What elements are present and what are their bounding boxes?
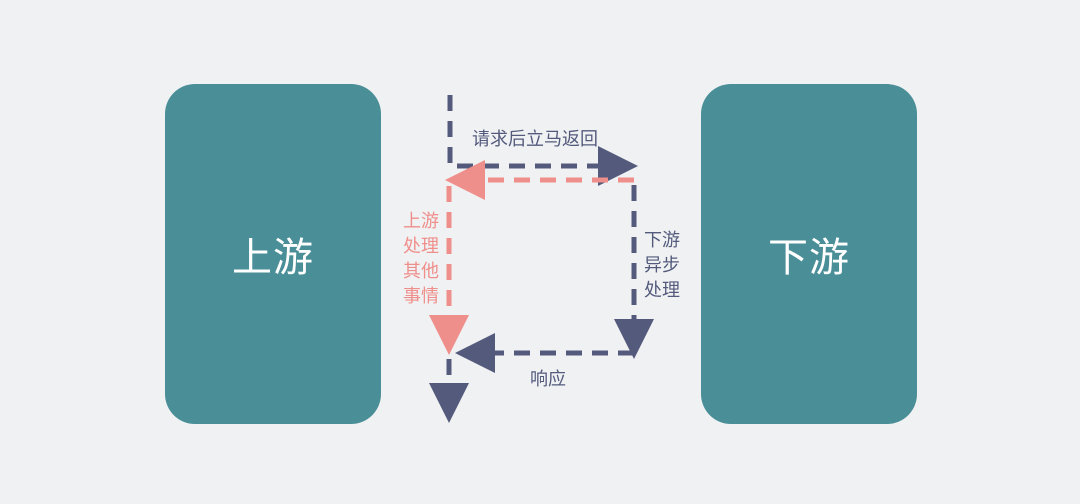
downstream-label: 下游 bbox=[768, 235, 850, 281]
upstream-other-label: 上游 处理 其他 事情 bbox=[403, 211, 439, 307]
downstream-box: 下游 bbox=[701, 84, 917, 424]
downstream-async-label: 下游 异步 处理 bbox=[644, 230, 680, 301]
request-arrow bbox=[447, 95, 638, 186]
upstream-label: 上游 bbox=[232, 235, 314, 281]
response-label: 响应 bbox=[530, 369, 566, 390]
upstream-box: 上游 bbox=[165, 84, 381, 424]
request-return-label: 请求后立马返回 bbox=[472, 129, 598, 150]
